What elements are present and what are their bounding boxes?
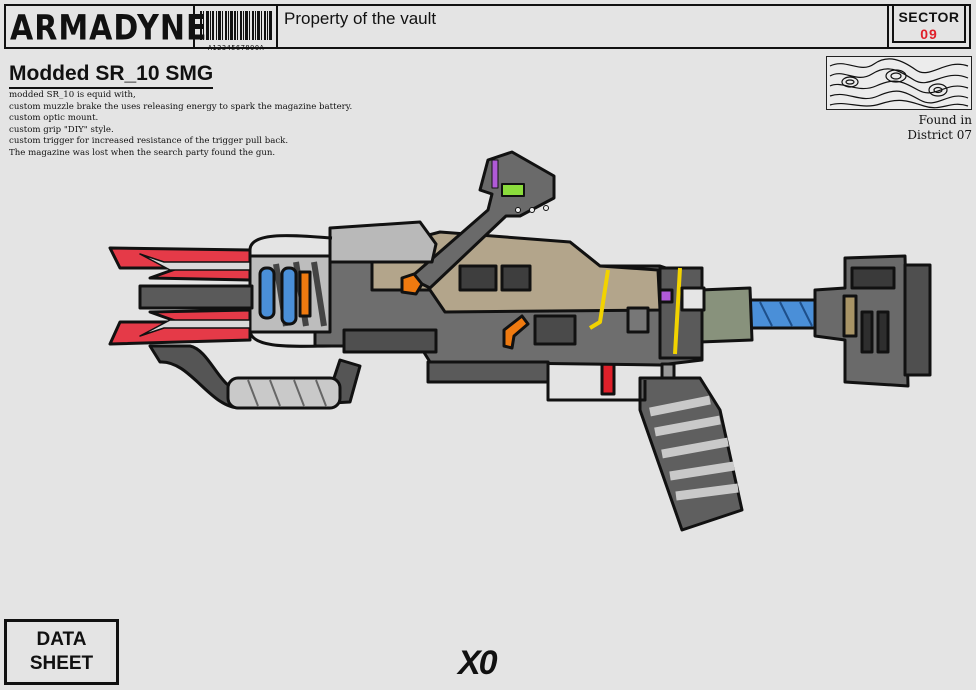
description-line: custom optic mount. (9, 113, 99, 123)
divider (193, 6, 195, 47)
datasheet-badge: DATA SHEET (4, 619, 119, 685)
sector-badge: SECTOR 09 (892, 4, 966, 43)
divider (276, 6, 278, 47)
description-line: The magazine was lost when the search pa… (9, 147, 276, 158)
header-bar: ARMADYNE A1234567890A Property of the va… (4, 4, 971, 52)
brand-logo: ARMADYNE (10, 8, 208, 49)
item-title: Modded SR_10 SMG (9, 62, 214, 89)
footer-mark: X0 (458, 644, 498, 682)
divider (887, 6, 889, 47)
gun-illustration (100, 150, 940, 540)
description-line: modded SR_10 is equid with, (9, 90, 136, 100)
location-line: Found in (918, 113, 972, 127)
barcode-number: A1234567890A (207, 44, 265, 52)
datasheet-line: SHEET (29, 653, 94, 674)
barcode-icon: A1234567890A (199, 11, 273, 52)
datasheet-line: DATA (36, 629, 87, 650)
sector-label: SECTOR (898, 9, 960, 25)
location-text: Found in District 07 (907, 113, 972, 143)
item-description: modded SR_10 is equid with, custom muzzl… (9, 90, 479, 159)
description-line: custom grip "DIY" style. (9, 124, 114, 135)
location-district: District 07 (907, 128, 972, 142)
topographic-map-icon (826, 56, 972, 110)
description-line: custom trigger for increased resistance … (9, 136, 289, 146)
sector-number: 09 (920, 26, 938, 42)
property-text: Property of the vault (284, 9, 437, 28)
description-line: custom muzzle brake the uses releasing e… (9, 101, 353, 112)
